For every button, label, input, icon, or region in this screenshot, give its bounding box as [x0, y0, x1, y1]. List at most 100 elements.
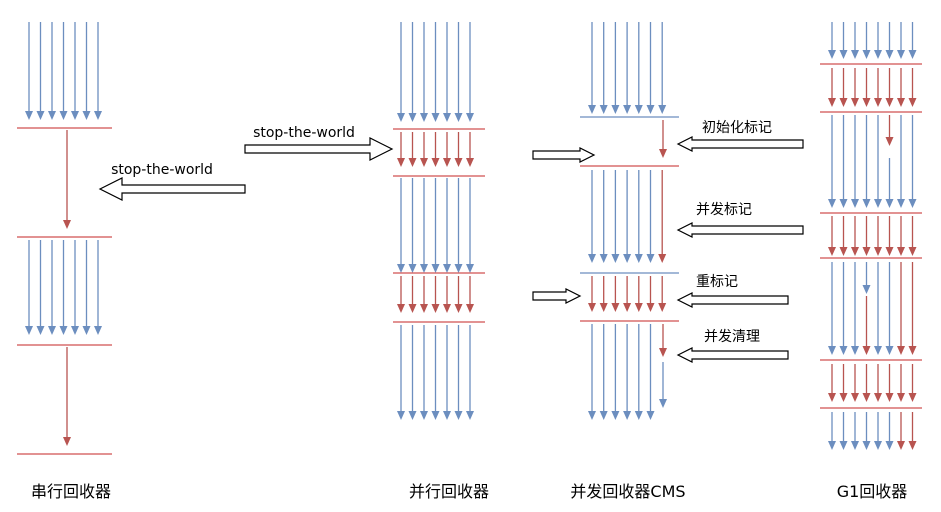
- thread-arrow-head: [454, 113, 463, 122]
- thread-arrow-head: [908, 50, 917, 59]
- thread-arrow-head: [897, 98, 905, 107]
- thread-arrow-head: [862, 346, 871, 355]
- thread-arrow-head: [408, 304, 417, 313]
- thread-arrow-head: [94, 111, 102, 120]
- hollow-arrow-left: [98, 177, 246, 201]
- thread-arrow-head: [588, 254, 596, 263]
- thread-arrow-head: [634, 254, 643, 263]
- thread-arrow-head: [420, 264, 428, 273]
- thread-arrow-head: [420, 304, 428, 313]
- thread-arrow-head: [634, 411, 643, 420]
- thread-arrow-head: [908, 98, 917, 107]
- thread-arrow-head: [828, 346, 836, 355]
- thread-arrow-head: [862, 98, 871, 107]
- thread-arrow-head: [851, 393, 859, 402]
- thread-arrow-head: [659, 348, 667, 357]
- thread-arrow-head: [646, 411, 655, 420]
- thread-arrow-head: [908, 346, 917, 355]
- thread-lines: [17, 22, 922, 455]
- thread-arrow-head: [63, 437, 71, 446]
- thread-arrow-head: [646, 254, 655, 263]
- thread-arrow-head: [862, 393, 871, 402]
- thread-arrow-head: [82, 111, 91, 120]
- hollow-arrow-right: [532, 147, 596, 163]
- thread-arrow-head: [897, 393, 905, 402]
- thread-arrow-head: [634, 303, 643, 312]
- thread-arrow-head: [588, 303, 596, 312]
- thread-arrow-head: [885, 247, 894, 256]
- thread-arrow-head: [466, 304, 474, 313]
- thread-arrow-head: [466, 411, 474, 420]
- thread-arrow-head: [443, 113, 451, 122]
- thread-arrow-head: [82, 326, 91, 335]
- thread-arrow-head: [599, 411, 608, 420]
- thread-arrow-head: [611, 303, 620, 312]
- thread-arrow-head: [397, 304, 405, 313]
- thread-arrow-head: [646, 105, 655, 114]
- hollow-arrow-right: [532, 288, 582, 304]
- thread-arrow-head: [885, 50, 894, 59]
- thread-arrow-head: [828, 393, 836, 402]
- thread-arrow-head: [659, 399, 667, 408]
- thread-arrow-head: [420, 411, 428, 420]
- thread-arrow-head: [839, 98, 848, 107]
- thread-arrow-head: [851, 50, 859, 59]
- thread-arrow-head: [420, 113, 428, 122]
- thread-arrow-head: [599, 254, 608, 263]
- serial-collector-caption: 串行回收器: [31, 482, 111, 501]
- thread-arrow-head: [408, 411, 417, 420]
- thread-arrow-head: [885, 346, 894, 355]
- stw-label-parallel: stop-the-world: [253, 125, 355, 141]
- thread-arrow-head: [851, 98, 859, 107]
- thread-arrow-head: [874, 199, 882, 208]
- thread-arrow-head: [897, 346, 905, 355]
- thread-arrow-head: [828, 50, 836, 59]
- thread-arrow-head: [25, 326, 33, 335]
- thread-arrow-head: [874, 247, 882, 256]
- hollow-arrow-right: [244, 137, 394, 161]
- cms-concurrent-sweep-label: 并发清理: [704, 329, 760, 345]
- thread-arrow-head: [862, 247, 871, 256]
- thread-arrow-head: [611, 254, 620, 263]
- thread-arrow-head: [851, 441, 859, 450]
- thread-arrow-head: [443, 411, 451, 420]
- thread-arrow-head: [454, 304, 463, 313]
- hollow-arrow-left: [676, 222, 804, 238]
- thread-arrow-head: [828, 98, 836, 107]
- thread-arrow-head: [623, 411, 632, 420]
- cms-remark-label: 重标记: [696, 274, 738, 290]
- thread-arrow-head: [443, 264, 451, 273]
- thread-arrow-head: [897, 441, 905, 450]
- thread-arrow-head: [646, 303, 655, 312]
- thread-arrow-head: [874, 50, 882, 59]
- thread-arrow-head: [36, 326, 45, 335]
- thread-arrow-head: [25, 111, 33, 120]
- thread-arrow-head: [431, 411, 440, 420]
- thread-arrow-head: [454, 158, 463, 167]
- thread-arrow-head: [59, 111, 68, 120]
- thread-arrow-head: [588, 411, 596, 420]
- thread-arrow-head: [599, 105, 608, 114]
- thread-arrow-head: [443, 158, 451, 167]
- thread-arrow-head: [431, 113, 440, 122]
- thread-arrow-head: [408, 158, 417, 167]
- thread-arrow-head: [63, 220, 71, 229]
- g1-collector-caption: G1回收器: [837, 482, 908, 501]
- thread-arrow-head: [36, 111, 45, 120]
- thread-arrow-head: [862, 285, 871, 294]
- thread-arrow-head: [874, 98, 882, 107]
- thread-arrow-head: [851, 247, 859, 256]
- thread-arrow-head: [431, 158, 440, 167]
- cms-initial-mark-label: 初始化标记: [702, 119, 772, 136]
- thread-arrow-head: [874, 393, 882, 402]
- hollow-arrow-left: [676, 136, 804, 152]
- pointer-arrows: [98, 136, 804, 363]
- thread-arrow-head: [588, 105, 596, 114]
- thread-arrow-head: [59, 326, 68, 335]
- thread-arrow-head: [828, 441, 836, 450]
- thread-arrow-head: [885, 199, 894, 208]
- thread-arrow-head: [623, 105, 632, 114]
- stw-label-serial: stop-the-world: [111, 162, 213, 178]
- thread-arrow-head: [420, 158, 428, 167]
